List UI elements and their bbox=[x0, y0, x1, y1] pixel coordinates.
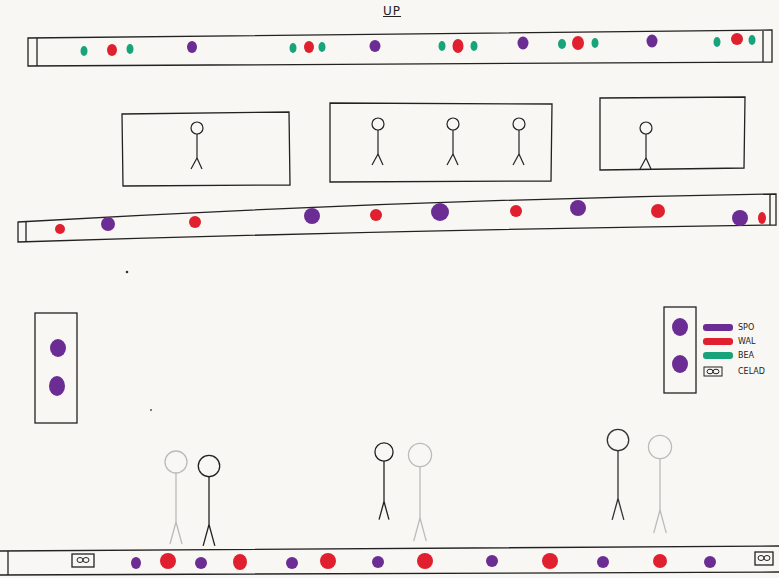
legend-swatch bbox=[703, 324, 733, 331]
legend-row: SPO bbox=[703, 323, 754, 332]
legend-row: BEA bbox=[703, 351, 754, 360]
legend-text: CELAD bbox=[738, 367, 765, 376]
legend-row: CELAD bbox=[703, 366, 765, 377]
title: UP bbox=[383, 4, 401, 18]
legend-symbol bbox=[703, 366, 733, 377]
legend-text: WAL bbox=[738, 337, 755, 346]
legend-text: BEA bbox=[738, 351, 754, 360]
legend-swatch bbox=[703, 338, 733, 345]
legend-row: WAL bbox=[703, 337, 755, 346]
legend-swatch bbox=[703, 352, 733, 359]
legend-text: SPO bbox=[738, 323, 754, 332]
